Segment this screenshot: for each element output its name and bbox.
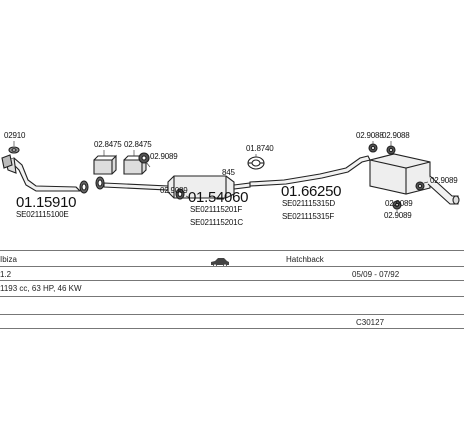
model-cell: Ibiza — [0, 255, 17, 264]
hanger-icon-3 — [368, 143, 378, 153]
clamp-code-1: 02910 — [4, 131, 26, 140]
body-type-cell: Hatchback — [286, 255, 324, 264]
clamp-code-11: 02.9089 — [384, 211, 412, 220]
clamp-code-4: 02.9089 — [150, 152, 178, 161]
gasket-icon-1 — [8, 146, 20, 154]
spec-cell: 1193 cc, 63 HP, 46 KW — [0, 284, 82, 293]
table-row-engine: 1.2 05/09 - 07/92 — [0, 266, 464, 281]
clamp-code-8: 02.9088 — [382, 131, 410, 140]
leader-lines — [13, 141, 429, 212]
clamp-code-d1: 845 — [222, 168, 235, 177]
clamp-code-5: 02.9089 — [160, 186, 188, 195]
middle-pipe-icon — [103, 175, 251, 199]
clamp-code-7: 02.9088 — [356, 131, 384, 140]
clamp-icon-2 — [95, 176, 105, 190]
part-number-1: 01.15910 — [16, 194, 77, 211]
table-bottom-line — [0, 328, 464, 330]
ring-clamp-icon — [247, 156, 265, 170]
clamp-code-3: 02.8475 — [124, 140, 152, 149]
clamp-box-icon-1 — [93, 154, 117, 175]
vehicle-info-table: Ibiza Hatchback 1.2 05/09 - 07/92 1193 c… — [0, 245, 464, 441]
part-number-3: 01.66250 — [281, 183, 342, 200]
rear-muffler-icon — [369, 153, 460, 205]
clamp-code-9: 02.9089 — [430, 176, 458, 185]
hanger-icon-6 — [392, 200, 402, 210]
table-row-model: Ibiza Hatchback — [0, 250, 464, 268]
clamp-icon-1 — [79, 180, 89, 194]
hanger-icon-2 — [175, 188, 185, 200]
part-oem-1: SE021115100E — [16, 210, 69, 219]
hanger-icon-5 — [415, 181, 425, 191]
part-oem-3b: SE021115315F — [282, 212, 335, 221]
clamp-code-2: 02.8475 — [94, 140, 122, 149]
table-row-spec: 1193 cc, 63 HP, 46 KW — [0, 280, 464, 295]
table-row-code: C30127 — [0, 314, 464, 329]
part-number-2: 01.54060 — [188, 189, 249, 206]
hanger-icon-1 — [138, 152, 150, 164]
hanger-icon-4 — [386, 145, 396, 155]
exhaust-drawing — [1, 141, 460, 212]
clamp-code-10: 02.9089 — [385, 199, 413, 208]
table-row-blank — [0, 296, 464, 315]
code-cell: C30127 — [356, 318, 385, 327]
part-oem-2b: SE021115201C — [190, 218, 243, 227]
clamp-code-6: 01.8740 — [246, 144, 274, 153]
exhaust-system-diagram: 02910 02.8475 02.8475 02.9089 02.9089 84… — [1, 131, 460, 227]
part-oem-3a: SE021115315D — [282, 199, 335, 208]
engine-cell: 1.2 — [0, 270, 12, 279]
front-pipe-icon — [1, 154, 82, 192]
years-cell: 05/09 - 07/92 — [352, 270, 400, 279]
part-oem-2a: SE021115201F — [190, 205, 243, 214]
rear-pipe-icon — [249, 155, 371, 187]
